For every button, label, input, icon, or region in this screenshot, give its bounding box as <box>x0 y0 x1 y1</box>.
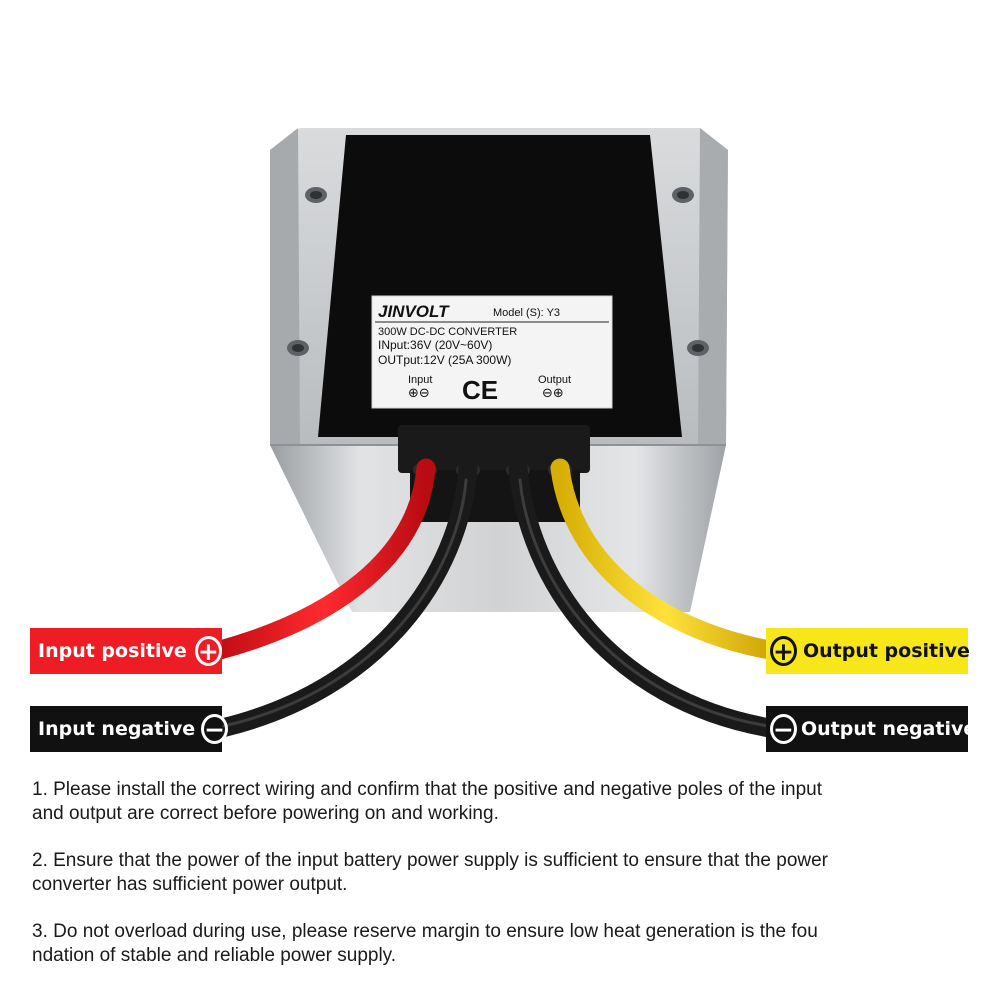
minus-circle-icon: − <box>770 714 797 744</box>
mounting-holes <box>287 187 709 356</box>
output-caption: Output <box>538 374 571 386</box>
minus-circle-icon: − <box>201 714 229 744</box>
note-2: 2. Ensure that the power of the input ba… <box>32 850 829 895</box>
cable-gland <box>398 425 590 522</box>
output-positive-tag: + Output positive <box>766 628 970 674</box>
spec-label: JINVOLT Model (S): Y3 300W DC-DC CONVERT… <box>371 295 613 409</box>
brand-name: JINVOLT <box>378 302 450 321</box>
input-negative-label: Input negative <box>38 718 196 740</box>
plus-circle-icon: + <box>194 636 222 666</box>
output-positive-label: Output positive <box>802 640 970 662</box>
ce-mark: CE <box>462 375 498 405</box>
input-positive-label: Input positive <box>38 640 187 662</box>
product-description: 300W DC-DC CONVERTER <box>378 326 517 338</box>
output-polarity-symbols: ⊖⊕ <box>542 386 564 401</box>
yellow-output-positive-wire <box>550 458 780 660</box>
note-1: 1. Please install the correct wiring and… <box>32 779 823 824</box>
red-input-positive-wire <box>210 458 436 660</box>
note-3: 3. Do not overload during use, please re… <box>32 921 818 966</box>
output-negative-label: Output negative <box>800 718 977 740</box>
wires <box>210 458 780 738</box>
input-positive-tag: Input positive + <box>30 628 222 674</box>
model-number: Model (S): Y3 <box>493 307 560 319</box>
plus-circle-icon: + <box>770 636 797 666</box>
installation-notes: 1. Please install the correct wiring and… <box>32 778 977 991</box>
input-negative-tag: Input negative − <box>30 706 229 752</box>
output-negative-tag: − Output negative <box>766 706 976 752</box>
input-polarity-symbols: ⊕⊖ <box>408 386 430 401</box>
input-spec: INput:36V (20V~60V) <box>378 338 492 352</box>
output-spec: OUTput:12V (25A 300W) <box>378 353 511 367</box>
input-caption: Input <box>408 374 432 386</box>
